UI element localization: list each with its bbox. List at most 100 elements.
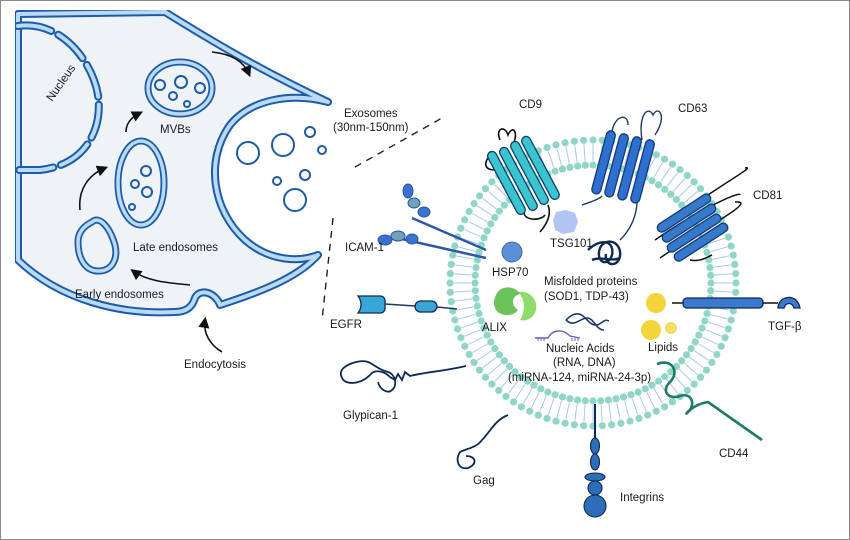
lipid-tail <box>468 336 484 345</box>
lipid-tail <box>507 379 520 394</box>
lipid-head <box>561 419 569 427</box>
lipid-head <box>465 350 473 359</box>
lipid-tail <box>653 162 663 178</box>
lipid-head <box>654 181 663 189</box>
nucleic-acids-types: (RNA, DNA) <box>553 357 616 369</box>
lipid-tail <box>694 350 709 361</box>
lipid-head <box>702 366 711 374</box>
lipid-head <box>687 344 695 353</box>
lipid-head <box>561 139 569 147</box>
lipid-head <box>598 422 606 430</box>
lipid-tail <box>574 403 578 421</box>
integrins-protein <box>583 404 607 518</box>
lipid-head <box>667 190 675 198</box>
zoom-dashed-line-left <box>321 217 334 321</box>
lipid-head <box>491 344 499 353</box>
cd9-protein <box>484 128 560 233</box>
lipid-head <box>654 377 663 385</box>
arrow-early-to-late <box>79 165 109 211</box>
lipid-head <box>483 331 491 339</box>
lipid-head <box>475 248 483 257</box>
exosomes-size-range: (30nm-150nm) <box>333 122 409 134</box>
lipid-tail <box>515 384 526 399</box>
cd81-label: CD81 <box>753 190 782 202</box>
lipid-head <box>691 338 699 346</box>
lipid-head <box>661 373 669 381</box>
lipid-head <box>589 161 597 169</box>
lipid-head <box>608 421 616 429</box>
lipid-tail <box>712 255 730 260</box>
alix-protein <box>493 287 537 321</box>
lipid-head <box>573 396 582 404</box>
cd9-label: CD9 <box>519 99 542 111</box>
glypican1-protein <box>340 360 467 393</box>
lipid-head <box>552 141 560 149</box>
lipid-tail <box>458 246 476 252</box>
late-endosomes-label: Late endosomes <box>133 242 218 254</box>
arrow-endocytosis-to-early <box>130 269 191 286</box>
mvbs-label: MVBs <box>160 124 191 136</box>
lipid-head <box>446 279 454 287</box>
lipid-head <box>683 351 691 359</box>
lipid-head <box>552 417 560 425</box>
lipid-head <box>707 287 715 295</box>
lipid-head <box>690 380 698 388</box>
gag-protein <box>456 414 509 470</box>
lipid-head <box>488 178 496 186</box>
arrow-mvb-to-release <box>211 51 252 78</box>
lipid-head <box>660 155 669 163</box>
zoom-dashed-line-top <box>354 117 443 168</box>
lipid-tail <box>710 246 728 252</box>
lipid-head <box>667 368 675 376</box>
lipid-head <box>558 165 567 173</box>
lipid-head <box>627 391 635 399</box>
cd44-label: CD44 <box>719 448 749 460</box>
lipid-tail <box>565 146 570 164</box>
lipid-head <box>690 178 698 186</box>
lipid-head <box>480 234 488 242</box>
lipid-tail <box>714 273 732 276</box>
lipid-tail <box>631 398 639 415</box>
lipid-head <box>683 386 691 395</box>
lipid-head <box>696 373 705 381</box>
lipid-tail <box>482 356 497 369</box>
lipid-head <box>683 171 691 180</box>
lipid-head <box>652 407 660 415</box>
lipid-head <box>558 393 567 401</box>
tgfb-protein <box>672 296 801 309</box>
lipid-tail <box>482 197 497 210</box>
arrow-late-to-mvb <box>125 111 144 133</box>
lipid-head <box>668 160 677 168</box>
lipid-head <box>641 385 649 393</box>
lipid-head <box>706 263 714 272</box>
early-endosomes-label: Early endosomes <box>75 289 164 301</box>
lipid-head <box>707 279 715 287</box>
lipid-head <box>668 398 677 406</box>
lipid-head <box>729 251 737 259</box>
lipid-head <box>732 288 740 296</box>
lipid-head <box>451 242 459 250</box>
lipid-head <box>551 391 559 399</box>
lipid-head <box>619 393 628 401</box>
lipid-head <box>480 324 488 332</box>
cd63-label: CD63 <box>678 103 707 115</box>
mvb-vesicle <box>144 58 216 118</box>
lipid-head <box>703 248 711 257</box>
lipid-head <box>500 357 508 365</box>
lipid-head <box>475 309 483 318</box>
lipid-head <box>617 419 625 427</box>
lipid-head <box>505 362 514 371</box>
lipid-head <box>487 338 495 346</box>
lipid-head <box>581 161 589 169</box>
arrow-endocytosis-in <box>198 316 223 353</box>
lipid-head <box>483 227 491 235</box>
lipid-head <box>729 307 737 315</box>
lipid-head <box>731 260 739 268</box>
lipid-tail <box>531 392 540 408</box>
lipid-head <box>517 403 526 411</box>
lipid-head <box>447 298 455 306</box>
lipid-head <box>487 220 495 228</box>
icam1-protein <box>377 183 487 260</box>
lipid-tail <box>684 363 698 376</box>
